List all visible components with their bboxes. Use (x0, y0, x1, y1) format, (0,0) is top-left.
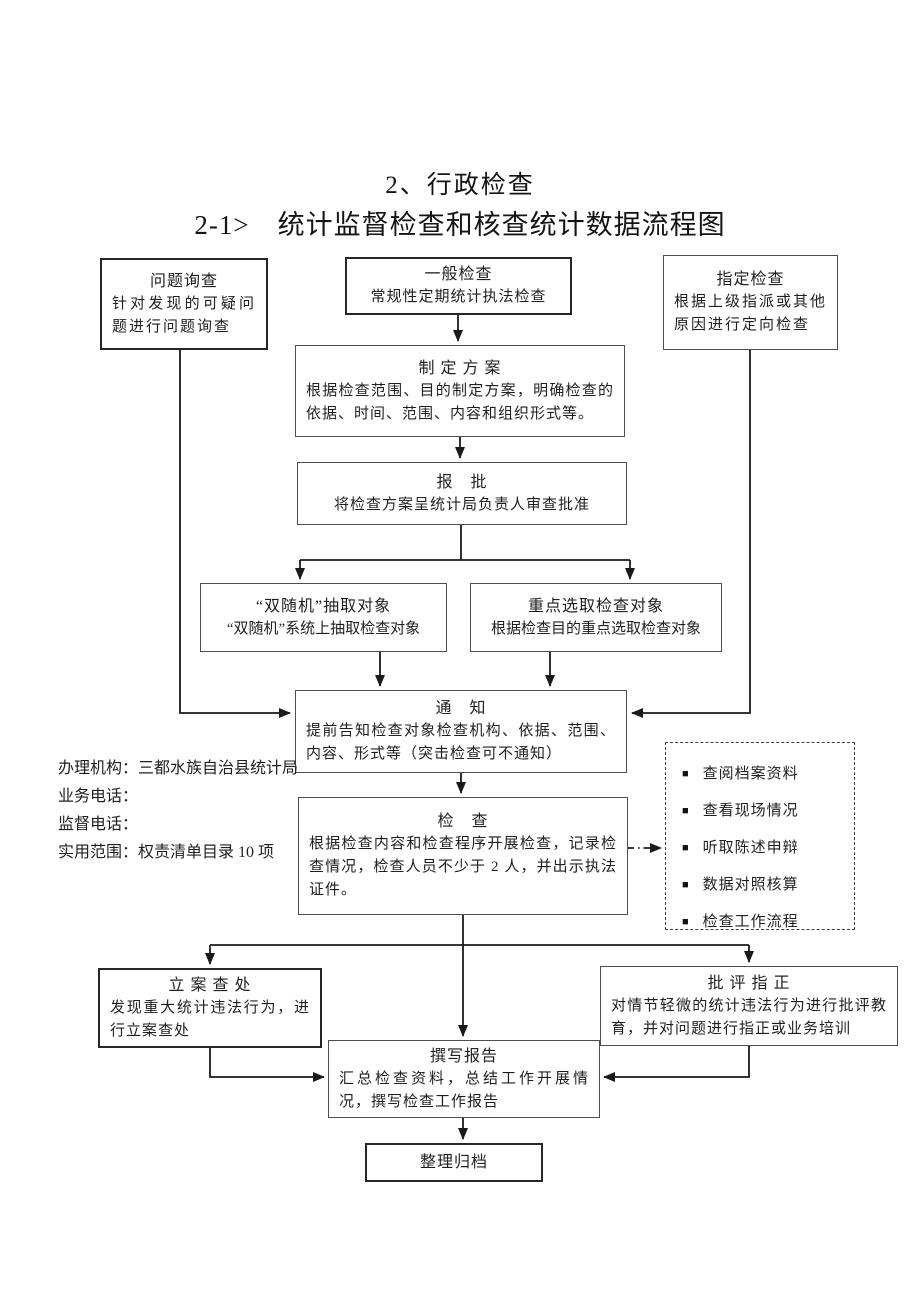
info-line-agency: 办理机构：三都水族自治县统计局 (58, 760, 299, 777)
flow-box-report: 撰写报告 汇总检查资料，总结工作开展情况，撰写检查工作报告 (328, 1040, 600, 1118)
box-body: 根据检查目的重点选取检查对象 (490, 620, 701, 637)
box-title: 立 案 查 处 (168, 976, 252, 994)
box-body: 根据检查范围、目的制定方案，明确检查的依据、时间、范围、内容和组织形式等。 (306, 382, 614, 422)
box-title: 报 批 (436, 473, 488, 491)
checklist-item-label: 查阅档案资料 (702, 766, 799, 782)
flow-box-double-random: “双随机”抽取对象 “双随机”系统上抽取检查对象 (200, 583, 447, 652)
checklist-item-label: 检查工作流程 (702, 914, 799, 930)
info-line-supervision-phone: 监督电话： (58, 816, 139, 833)
checklist-item: ■ 查阅档案资料 (682, 763, 844, 785)
box-title: 制 定 方 案 (418, 359, 502, 377)
box-body: 发现重大统计违法行为，进行立案查处 (110, 999, 310, 1039)
checklist-item: ■ 检查工作流程 (682, 911, 844, 933)
box-title: 撰写报告 (429, 1047, 498, 1065)
flow-box-archive: 整理归档 (365, 1143, 543, 1182)
box-body: 提前告知检查对象检查机构、依据、范围、内容、形式等（突击检查可不通知） (306, 723, 616, 762)
box-body: “双随机”系统上抽取检查对象 (226, 620, 421, 637)
flow-box-approval: 报 批 将检查方案呈统计局负责人审查批准 (297, 462, 627, 525)
box-title: 通 知 (435, 700, 487, 717)
checklist-item: ■ 查看现场情况 (682, 800, 844, 822)
agency-info: 办理机构：三都水族自治县统计局 业务电话： 监督电话： 实用范围：权责清单目录 … (58, 755, 308, 867)
box-title: 整理归档 (419, 1154, 488, 1171)
box-title: 指定检查 (716, 271, 785, 288)
checklist-item-label: 听取陈述申辩 (702, 840, 799, 856)
flow-box-general-inspection: 一般检查 常规性定期统计执法检查 (345, 257, 572, 315)
flow-box-case-filing: 立 案 查 处 发现重大统计违法行为，进行立案查处 (98, 968, 322, 1048)
checklist-item-label: 查看现场情况 (702, 803, 799, 819)
box-body: 针对发现的可疑问题进行问题询查 (112, 295, 256, 335)
flow-box-key-selection: 重点选取检查对象 根据检查目的重点选取检查对象 (470, 583, 722, 652)
box-title: 重点选取检查对象 (527, 597, 664, 615)
flow-box-question-inquiry: 问题询查 针对发现的可疑问题进行问题询查 (100, 258, 268, 350)
flow-box-designated-inspection: 指定检查 根据上级指派或其他原因进行定向检查 (663, 255, 838, 350)
flow-box-criticism: 批 评 指 正 对情节轻微的统计违法行为进行批评教育，并对问题进行指正或业务培训 (600, 966, 898, 1046)
page-title: 2、行政检查 (385, 172, 535, 199)
box-body: 常规性定期统计执法检查 (370, 289, 547, 305)
box-body: 将检查方案呈统计局负责人审查批准 (333, 496, 590, 513)
box-title: 批 评 指 正 (707, 974, 791, 992)
inspection-method-checklist: ■ 查阅档案资料 ■ 查看现场情况 ■ 听取陈述申辩 ■ 数据对照核算 ■ 检查… (665, 742, 855, 930)
box-title: 一般检查 (424, 266, 493, 283)
box-body: 对情节轻微的统计违法行为进行批评教育，并对问题进行指正或业务培训 (611, 997, 887, 1037)
bullet-square-icon: ■ (682, 767, 690, 780)
box-body: 根据上级指派或其他原因进行定向检查 (674, 294, 828, 333)
page-subtitle: 2-1> 统计监督检查和核查统计数据流程图 (194, 210, 726, 240)
box-title: 问题询查 (149, 272, 218, 290)
flow-box-make-plan: 制 定 方 案 根据检查范围、目的制定方案，明确检查的依据、时间、范围、内容和组… (295, 345, 625, 437)
checklist-item-label: 数据对照核算 (702, 877, 799, 893)
bullet-square-icon: ■ (682, 878, 690, 891)
flow-box-inspection: 检 查 根据检查内容和检查程序开展检查，记录检查情况，检查人员不少于 2 人，并… (298, 797, 628, 915)
box-body: 汇总检查资料，总结工作开展情况，撰写检查工作报告 (339, 1070, 589, 1110)
box-title: 检 查 (437, 813, 489, 830)
box-title: “双随机”抽取对象 (255, 597, 392, 615)
checklist-item: ■ 数据对照核算 (682, 874, 844, 896)
bullet-square-icon: ■ (682, 915, 690, 928)
checklist-item: ■ 听取陈述申辩 (682, 837, 844, 859)
info-line-business-phone: 业务电话： (58, 788, 139, 805)
info-line-scope: 实用范围：权责清单目录 10 项 (58, 844, 275, 861)
bullet-square-icon: ■ (682, 804, 690, 817)
box-body: 根据检查内容和检查程序开展检查，记录检查情况，检查人员不少于 2 人，并出示执法… (309, 836, 617, 898)
bullet-square-icon: ■ (682, 841, 690, 854)
flow-box-notice: 通 知 提前告知检查对象检查机构、依据、范围、内容、形式等（突击检查可不通知） (295, 690, 627, 773)
